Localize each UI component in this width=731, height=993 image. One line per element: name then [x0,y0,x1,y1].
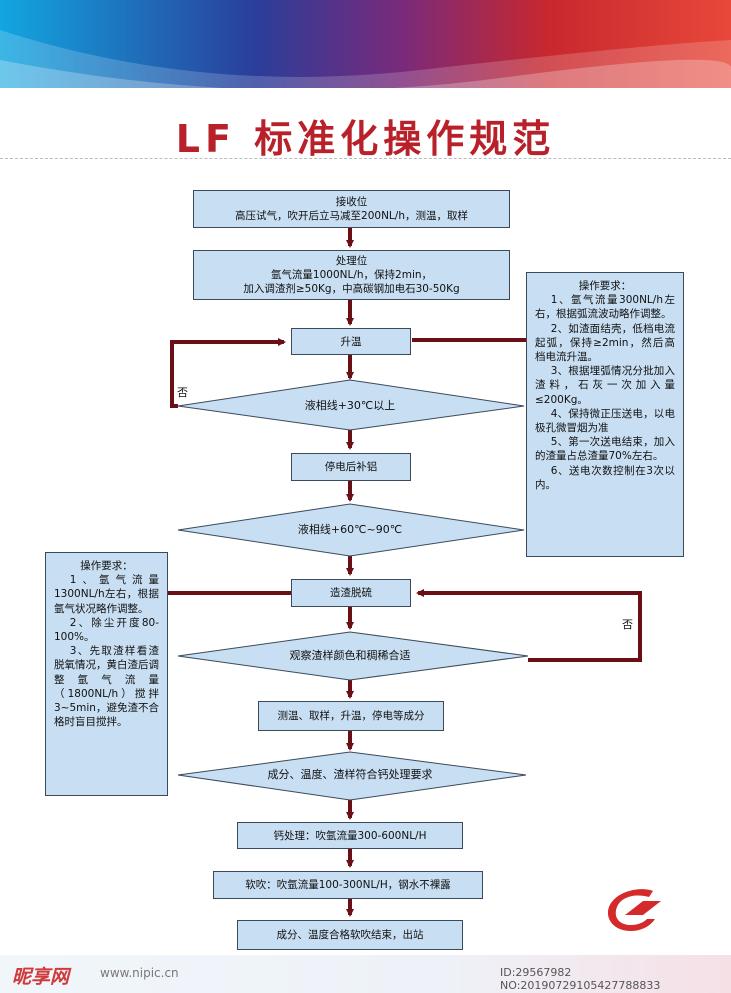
step-exit-label: 成分、温度合格软吹结束，出站 [276,929,424,941]
step-add-al: 停电后补铝 [291,453,411,481]
step-treat-title: 处理位 [335,255,368,267]
no-label-right: 否 [622,618,633,631]
company-logo-icon [607,889,661,931]
decision-2 [177,503,525,557]
note-left-item: 3、先取渣样看渣脱氧情况，黄白渣后调整氩气流量（1800NL/h）搅拌3~5mi… [54,645,159,729]
step-heat-label: 升温 [340,335,362,348]
no-label-left: 否 [177,386,188,399]
note-right-item: 4、保持微正压送电，以电极孔微冒烟为准 [535,407,675,435]
step-receive-detail: 高压试气，吹开后立马减至200NL/h，测温，取样 [235,210,468,222]
step-treat-line2: 加入调渣剂≥50Kg，中高碳钢加电石30-50Kg [243,283,460,295]
step-exit: 成分、温度合格软吹结束，出站 [237,920,463,950]
step-desulfur-label: 造渣脱硫 [330,587,372,599]
step-heat: 升温 [291,328,411,355]
decision-1 [177,379,525,431]
note-left-heading: 操作要求： [80,560,133,572]
step-soft-blow-label: 软吹：吹氩流量100-300NL/H，钢水不裸露 [245,879,451,891]
page-title: LF 标准化操作规范 [175,117,556,161]
footer-watermark-bar [0,955,731,993]
step-receive-title: 接收位 [335,196,368,208]
decision-2-label: 液相线+60℃~90℃ [297,523,403,536]
watermark-id: ID:29567982 NO:20190729105427788833 [500,966,661,992]
decision-4-label: 成分、温度、渣样符合钙处理要求 [267,768,433,781]
note-left-item: 2、除尘开度80-100%。 [54,616,159,644]
step-desulfur: 造渣脱硫 [291,579,411,607]
step-soft-blow: 软吹：吹氩流量100-300NL/H，钢水不裸露 [213,871,483,899]
note-right-item: 3、根据埋弧情况分批加入渣料，石灰一次加入量≤200Kg。 [535,365,675,406]
step-measure: 测温、取样，升温，停电等成分 [258,701,444,731]
note-left: 操作要求： 1、氩气流量1300NL/h左右，根据氩气状况略作调整。 2、除尘开… [45,552,168,796]
watermark-url: www.nipic.cn [100,966,179,980]
title-divider [0,158,731,159]
header-banner [0,0,731,88]
step-measure-label: 测温、取样，升温，停电等成分 [277,710,425,722]
note-left-item: 1、氩气流量1300NL/h左右，根据氩气状况略作调整。 [54,574,159,615]
step-calcium-label: 钙处理：吹氩流量300-600NL/H [273,829,427,842]
step-add-al-label: 停电后补铝 [324,461,378,473]
note-right-item: 1、氩气流量300NL/h左右，根据弧流波动略作调整。 [535,294,675,321]
loop-d3-no [416,589,642,662]
note-right-item: 5、第一次送电结束，加入的渣量占总渣量70%左右。 [535,436,675,463]
loop-d1-no [170,338,286,408]
watermark-brand: 昵享网 [12,966,70,988]
note-right-item: 2、如渣面结壳，低档电流起弧，保持≥2min，然后高档电流升温。 [535,322,675,364]
step-treat-line1: 氩气流量1000NL/h，保持2min， [270,269,433,281]
note-right: 操作要求： 1、氩气流量300NL/h左右，根据弧流波动略作调整。 2、如渣面结… [526,272,684,557]
decision-3-label: 观察渣样颜色和稠稀合适 [289,649,411,662]
decision-1-label: 液相线+30℃以上 [304,399,396,412]
decision-4 [177,751,527,801]
decision-3 [177,631,529,681]
note-right-item: 6、送电次数控制在3次以内。 [535,464,675,491]
note-right-heading: 操作要求： [578,280,632,292]
step-treat: 处理位 氩气流量1000NL/h，保持2min， 加入调渣剂≥50Kg，中高碳钢… [193,250,510,300]
step-calcium: 钙处理：吹氩流量300-600NL/H [237,822,463,849]
step-receive: 接收位 高压试气，吹开后立马减至200NL/h，测温，取样 [193,190,510,228]
